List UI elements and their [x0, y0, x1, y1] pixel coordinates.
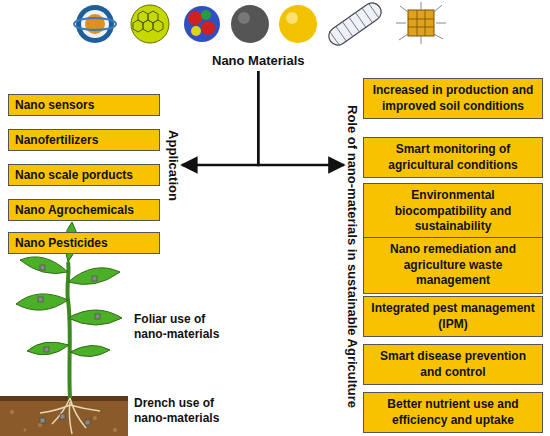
role-box: Integrated pest management (IPM) — [363, 296, 543, 337]
node-text: Nano Pesticides — [15, 236, 153, 250]
role-box: Increased in production and improved soi… — [363, 78, 543, 119]
application-box: Nano scale porducts — [8, 164, 160, 186]
role-box: Better nutrient use and efficiency and u… — [363, 392, 543, 433]
node-text: Better nutrient use and efficiency and u… — [370, 397, 536, 428]
node-text: Smart monitoring of agricultural conditi… — [370, 142, 536, 173]
role-box: Nano remediation and agriculture waste m… — [363, 237, 543, 294]
vertical-heading: Application — [166, 130, 181, 201]
node-text: Nano scale porducts — [15, 168, 153, 182]
role-box: Smart disease prevention and control — [363, 344, 543, 385]
plant-illustration — [0, 222, 128, 436]
application-box: Nano Pesticides — [8, 232, 160, 254]
application-box: Nanofertilizers — [8, 129, 160, 151]
application-box: Nano Agrochemicals — [8, 199, 160, 221]
connector-arrow — [258, 71, 344, 165]
node-text: Nano Materials — [212, 53, 304, 68]
role-box: Environmental biocompatibility and susta… — [363, 183, 543, 240]
node-text: Nano sensors — [15, 98, 153, 112]
node-text: Environmental biocompatibility and susta… — [370, 188, 536, 235]
node-text: Nanofertilizers — [15, 133, 153, 147]
role-box: Smart monitoring of agricultural conditi… — [363, 137, 543, 178]
node-text: Role of nano-materials in sustainable Ag… — [345, 105, 360, 408]
usage-label: Drench use of nano-materials — [134, 396, 234, 426]
node-text: Nano remediation and agriculture waste m… — [370, 242, 536, 289]
application-box: Nano sensors — [8, 94, 160, 116]
node-text: Increased in production and improved soi… — [370, 83, 536, 114]
vertical-heading: Role of nano-materials in sustainable Ag… — [345, 105, 360, 408]
node-text: Nano Agrochemicals — [15, 203, 153, 217]
node-text: Smart disease prevention and control — [370, 349, 536, 380]
heading-node: Nano Materials — [212, 53, 304, 68]
usage-label: Foliar use of nano-materials — [134, 312, 234, 342]
connector-arrow — [182, 71, 258, 165]
node-text: Application — [166, 130, 181, 201]
nano-icons — [74, 0, 446, 49]
node-text: Integrated pest management (IPM) — [370, 301, 536, 332]
